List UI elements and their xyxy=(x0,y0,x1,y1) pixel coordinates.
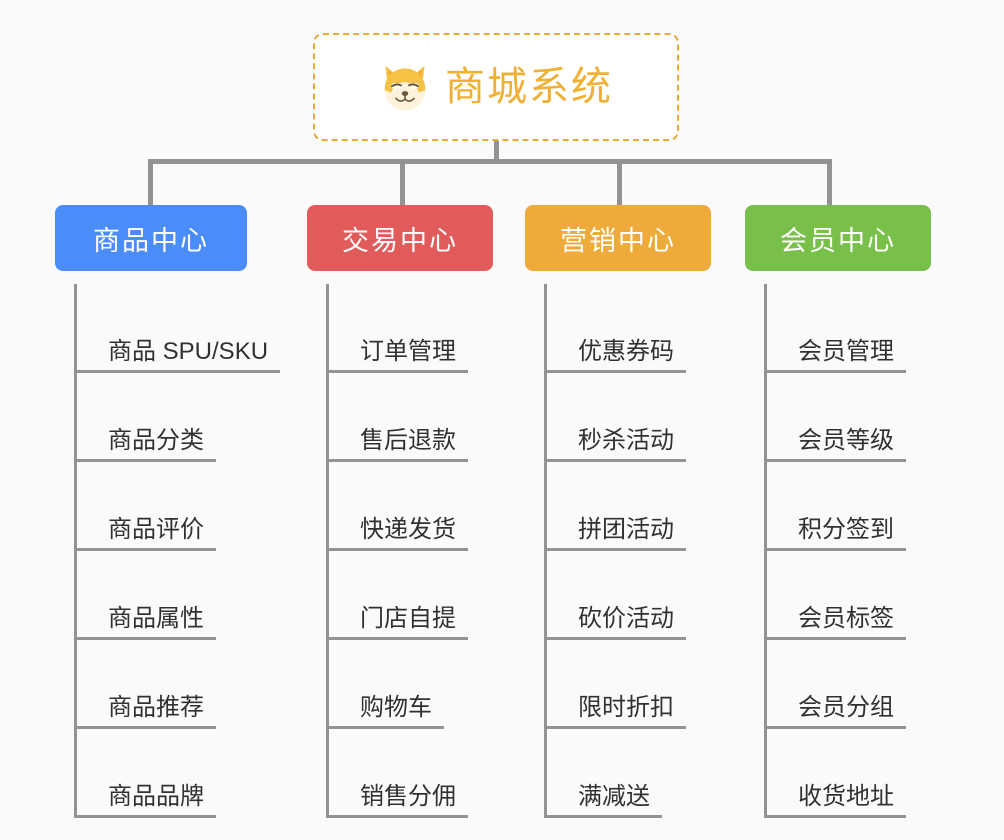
leaf-item[interactable]: 销售分佣 xyxy=(329,729,493,818)
leaf-label: 限时折扣 xyxy=(547,694,686,729)
root-title: 商城系统 xyxy=(445,65,613,109)
leaf-item[interactable]: 优惠券码 xyxy=(547,284,711,373)
connector-stem xyxy=(494,141,499,163)
category-header-1[interactable]: 商品中心 xyxy=(55,205,247,271)
leaf-label: 门店自提 xyxy=(329,605,468,640)
leaf-item[interactable]: 商品属性 xyxy=(77,551,247,640)
leaf-label: 拼团活动 xyxy=(547,516,686,551)
leaf-item[interactable]: 拼团活动 xyxy=(547,462,711,551)
leaf-label: 购物车 xyxy=(329,694,444,729)
category-header-2[interactable]: 交易中心 xyxy=(307,205,493,271)
connector-drop-2 xyxy=(400,159,405,207)
leaf-label: 商品评价 xyxy=(77,516,216,551)
leaf-item[interactable]: 秒杀活动 xyxy=(547,373,711,462)
leaf-label: 会员管理 xyxy=(767,338,906,373)
leaf-label: 商品属性 xyxy=(77,605,216,640)
leaf-label: 积分签到 xyxy=(767,516,906,551)
leaf-label: 会员等级 xyxy=(767,427,906,462)
leaf-label: 商品推荐 xyxy=(77,694,216,729)
connector-drop-3 xyxy=(617,159,622,207)
leaf-label: 商品品牌 xyxy=(77,783,216,818)
branch-column-1: 商品中心 商品 SPU/SKU 商品分类 商品评价 商品属性 商品推荐 商品品牌 xyxy=(55,205,281,818)
connector-drop-4 xyxy=(827,159,832,207)
leaf-label: 商品分类 xyxy=(77,427,216,462)
connector-drop-1 xyxy=(148,159,153,207)
leaf-item[interactable]: 门店自提 xyxy=(329,551,493,640)
leaf-label: 收货地址 xyxy=(767,783,906,818)
branch-column-3: 营销中心 优惠券码 秒杀活动 拼团活动 砍价活动 限时折扣 满减送 xyxy=(525,205,711,818)
connector-bus xyxy=(148,159,832,164)
leaf-item[interactable]: 商品品牌 xyxy=(77,729,247,818)
leaf-item[interactable]: 会员标签 xyxy=(767,551,931,640)
leaf-label: 满减送 xyxy=(547,783,662,818)
leaf-label: 会员标签 xyxy=(767,605,906,640)
leaf-item[interactable]: 商品分类 xyxy=(77,373,247,462)
branch-column-4: 会员中心 会员管理 会员等级 积分签到 会员标签 会员分组 收货地址 xyxy=(745,205,931,818)
leaf-label: 快递发货 xyxy=(329,516,468,551)
leaf-label: 砍价活动 xyxy=(547,605,686,640)
leaf-label: 销售分佣 xyxy=(329,783,468,818)
leaf-item[interactable]: 商品推荐 xyxy=(77,640,247,729)
category-header-4[interactable]: 会员中心 xyxy=(745,205,931,271)
leaf-label: 售后退款 xyxy=(329,427,468,462)
leaf-rail-3: 优惠券码 秒杀活动 拼团活动 砍价活动 限时折扣 满减送 xyxy=(544,284,711,818)
leaf-item[interactable]: 商品 SPU/SKU xyxy=(77,284,281,373)
leaf-item[interactable]: 售后退款 xyxy=(329,373,493,462)
leaf-item[interactable]: 砍价活动 xyxy=(547,551,711,640)
root-node-mall-system[interactable]: 商城系统 xyxy=(313,33,679,141)
leaf-item[interactable]: 收货地址 xyxy=(767,729,931,818)
leaf-item[interactable]: 商品评价 xyxy=(77,462,247,551)
leaf-item[interactable]: 会员等级 xyxy=(767,373,931,462)
leaf-item[interactable]: 购物车 xyxy=(329,640,493,729)
leaf-rail-2: 订单管理 售后退款 快递发货 门店自提 购物车 销售分佣 xyxy=(326,284,493,818)
leaf-rail-4: 会员管理 会员等级 积分签到 会员标签 会员分组 收货地址 xyxy=(764,284,931,818)
leaf-item[interactable]: 积分签到 xyxy=(767,462,931,551)
leaf-item[interactable]: 订单管理 xyxy=(329,284,493,373)
leaf-item[interactable]: 限时折扣 xyxy=(547,640,711,729)
leaf-rail-1: 商品 SPU/SKU 商品分类 商品评价 商品属性 商品推荐 商品品牌 xyxy=(74,284,281,818)
leaf-item[interactable]: 快递发货 xyxy=(329,462,493,551)
shiba-dog-icon xyxy=(384,65,426,111)
leaf-label: 会员分组 xyxy=(767,694,906,729)
leaf-label: 秒杀活动 xyxy=(547,427,686,462)
category-header-3[interactable]: 营销中心 xyxy=(525,205,711,271)
branch-column-2: 交易中心 订单管理 售后退款 快递发货 门店自提 购物车 销售分佣 xyxy=(307,205,493,818)
leaf-item[interactable]: 会员管理 xyxy=(767,284,931,373)
leaf-item[interactable]: 会员分组 xyxy=(767,640,931,729)
leaf-item[interactable]: 满减送 xyxy=(547,729,711,818)
leaf-label: 商品 SPU/SKU xyxy=(77,338,281,373)
leaf-label: 订单管理 xyxy=(329,338,468,373)
leaf-label: 优惠券码 xyxy=(547,338,686,373)
